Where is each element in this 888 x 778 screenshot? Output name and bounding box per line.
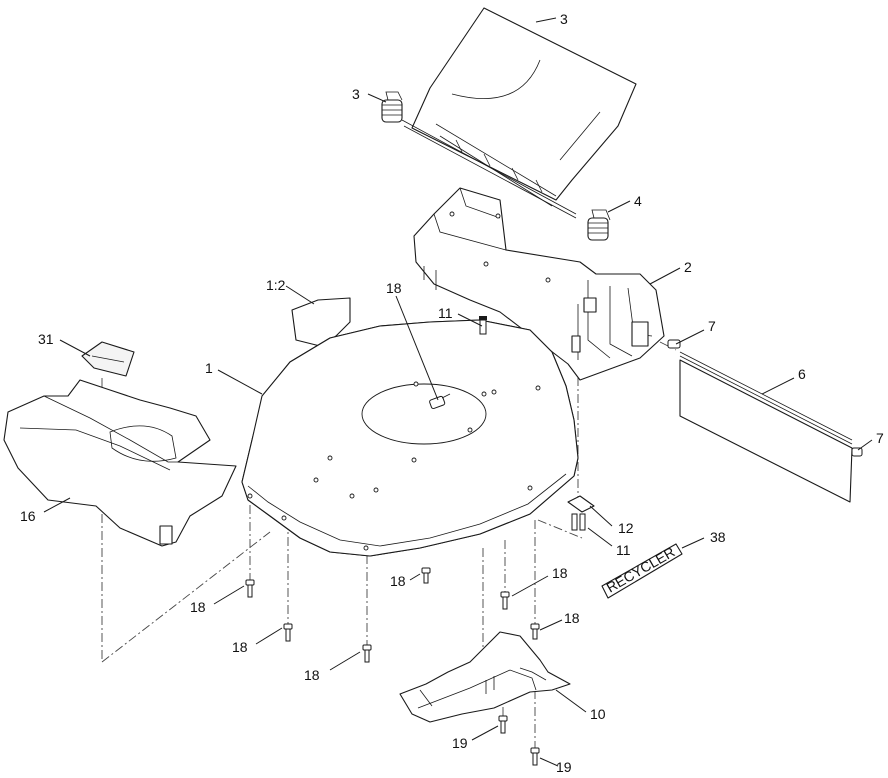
callout-18-b: 18	[232, 639, 248, 655]
rear-shield-6	[679, 351, 853, 503]
bolt-19-a	[498, 715, 508, 734]
pin-right-7	[851, 447, 863, 457]
recycler-decal-text: RECYCLER	[604, 544, 678, 596]
callout-16: 16	[20, 508, 36, 524]
callout-12: 12	[618, 520, 634, 536]
callout-18-c: 18	[304, 667, 320, 683]
callout-7-left: 7	[708, 318, 716, 334]
blade-guard	[399, 631, 571, 723]
recycler-decal: RECYCLER	[601, 543, 683, 599]
rear-door-flap	[401, 7, 637, 219]
leader-lines	[43, 17, 873, 767]
warning-decal-31	[81, 341, 135, 377]
callout-2: 2	[684, 259, 692, 275]
bolt-18-c	[362, 644, 372, 663]
callout-6: 6	[798, 366, 806, 382]
bolt-18-f	[530, 623, 540, 640]
pin-left-7	[667, 339, 681, 349]
callout-labels: 3 3 4 2 1:2 18 1 11 31 7 6 7 16 12 11 38…	[20, 11, 884, 775]
center-bolt	[429, 393, 451, 410]
torsion-spring-right	[587, 209, 611, 241]
callout-3: 3	[560, 11, 568, 27]
callout-19-b: 19	[556, 759, 572, 775]
callout-18-top: 18	[386, 280, 402, 296]
callout-7-right: 7	[876, 430, 884, 446]
upper-bolt-11	[479, 316, 487, 335]
bolt-18-a	[245, 579, 255, 598]
callout-18-d: 18	[390, 573, 406, 589]
callout-1: 1	[205, 360, 213, 376]
small-plate-1-2	[291, 297, 351, 347]
callout-10: 10	[590, 706, 606, 722]
callout-31: 31	[38, 331, 54, 347]
rear-housing-bracket	[413, 187, 665, 381]
guard-bolts-19	[498, 715, 540, 766]
callout-18-f: 18	[564, 610, 580, 626]
mower-deck	[241, 319, 579, 557]
callout-38: 38	[710, 529, 726, 545]
callout-5: 4	[634, 193, 642, 209]
deck-bolts-18	[245, 567, 540, 663]
torsion-spring-left	[381, 91, 403, 123]
bolt-18-e	[500, 591, 510, 610]
callout-18-e: 18	[552, 565, 568, 581]
callout-1-2: 1:2	[266, 277, 286, 293]
front-baffle	[3, 379, 237, 547]
callout-18-a: 18	[190, 599, 206, 615]
callout-19-a: 19	[452, 735, 468, 751]
bolt-18-d	[421, 567, 431, 584]
bolt-18-b	[283, 623, 293, 642]
callout-4: 3	[352, 86, 360, 102]
callout-11-bottom: 11	[616, 542, 631, 558]
callout-11-top: 11	[438, 305, 453, 321]
clip-bracket-12	[567, 495, 595, 531]
bolt-19-b	[530, 747, 540, 766]
